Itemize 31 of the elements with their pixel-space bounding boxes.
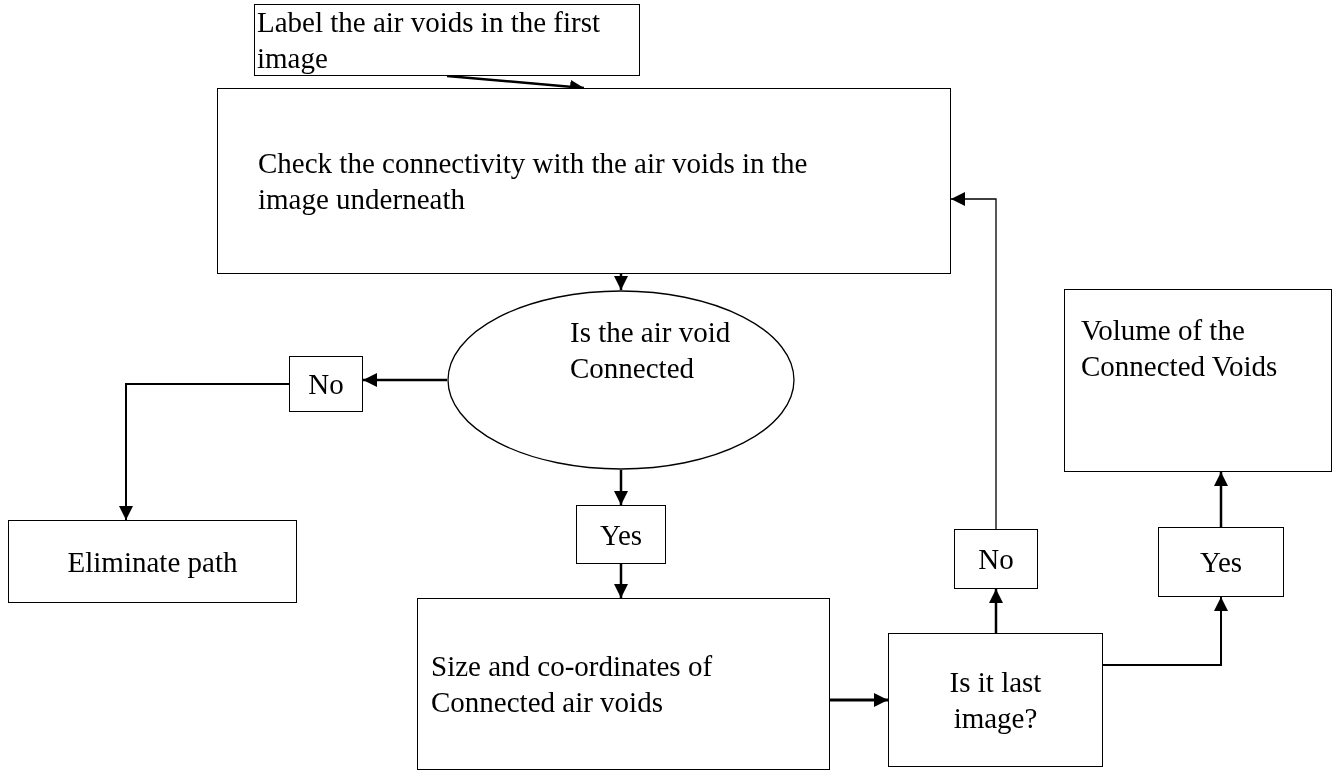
arrow <box>989 589 1003 633</box>
process-box <box>217 88 951 274</box>
node-text: Check the connectivity with the air voids in the image underneath <box>258 146 809 217</box>
arrow <box>1102 596 1228 666</box>
decision-ellipse <box>447 290 795 470</box>
arrow <box>614 564 628 598</box>
arrow <box>614 274 628 290</box>
decision-label-box <box>954 529 1038 589</box>
result-box <box>1064 289 1332 472</box>
decision-label-box <box>1158 527 1284 597</box>
decision-label-box <box>576 505 666 564</box>
arrow <box>614 470 628 505</box>
decision-box <box>888 633 1103 767</box>
node-text: No <box>978 542 1014 577</box>
arrow <box>1214 472 1228 527</box>
arrow <box>950 192 997 530</box>
node-text: Is the air void Connected <box>570 315 732 386</box>
node-text: Is it last image? <box>948 665 1043 736</box>
node-text: Label the air voids in the first image <box>257 5 602 76</box>
node-text: Yes <box>599 517 643 553</box>
node-text: Yes <box>1199 545 1243 580</box>
node-text: Volume of the Connected Voids <box>1081 313 1279 384</box>
arrow <box>363 373 447 387</box>
process-box <box>8 520 297 603</box>
node-text: Size and co-ordinates of Connected air voids <box>431 649 714 720</box>
node-text: Eliminate path <box>67 544 238 580</box>
arrow <box>119 383 290 521</box>
process-box <box>417 598 830 770</box>
node-text: No <box>308 367 344 402</box>
arrow <box>830 693 888 707</box>
decision-label-box <box>289 356 363 412</box>
